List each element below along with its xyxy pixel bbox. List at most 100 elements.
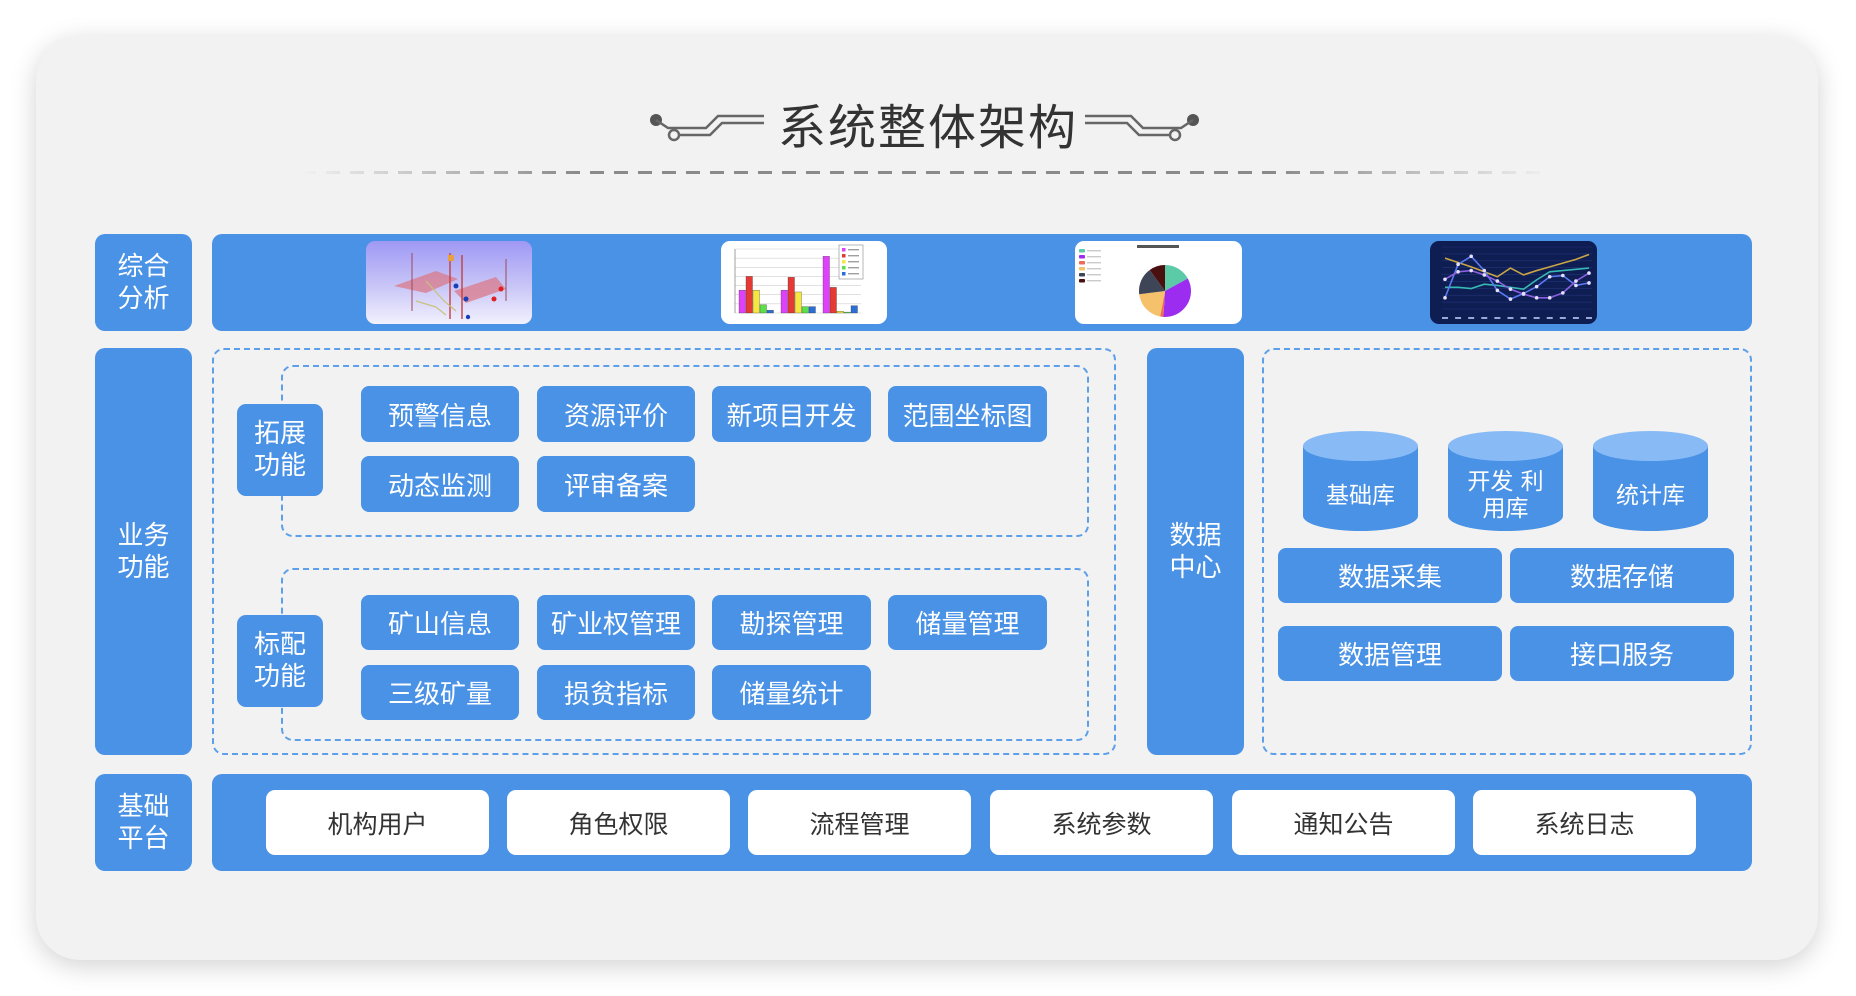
bar-legend-swatch xyxy=(842,266,846,270)
line-point xyxy=(1456,262,1460,267)
line-chart-graphic xyxy=(1442,246,1592,319)
bar-mark xyxy=(794,291,802,314)
title-divider xyxy=(302,171,1552,174)
pie-slice xyxy=(1149,265,1165,291)
platform-button-system-params[interactable]: 系统参数 xyxy=(990,790,1213,855)
3d-geology-model-image[interactable] xyxy=(366,241,532,324)
database-statistics-label-wrap: 统计库 xyxy=(1593,461,1708,531)
function-button-warning-info[interactable]: 预警信息 xyxy=(361,386,519,442)
data-center-label: 数据中心 xyxy=(1147,348,1244,755)
line-point xyxy=(1482,273,1487,277)
function-button-reserve-management[interactable]: 储量管理 xyxy=(888,595,1047,650)
bar-legend-swatch xyxy=(842,260,846,264)
pie-slice xyxy=(1163,278,1191,317)
database-development-label-wrap: 开发 利用库 xyxy=(1448,461,1563,531)
business-functions-group xyxy=(212,348,1116,755)
bar-mark xyxy=(752,289,760,314)
function-button-resource-evaluation[interactable]: 资源评价 xyxy=(537,386,695,442)
line-x-tick-label xyxy=(1586,317,1592,319)
bar-legend-swatch xyxy=(842,248,846,252)
line-x-tick-label xyxy=(1559,317,1566,319)
function-button-new-project[interactable]: 新项目开发 xyxy=(712,386,871,442)
platform-button-workflow[interactable]: 流程管理 xyxy=(748,790,971,855)
platform-button-notices[interactable]: 通知公告 xyxy=(1232,790,1455,855)
line-point xyxy=(1508,287,1513,291)
line-point xyxy=(1508,297,1513,301)
data-center-label-text: 数据中心 xyxy=(1169,520,1222,583)
line-point xyxy=(1469,254,1473,259)
line-x-tick-label xyxy=(1507,317,1514,319)
service-button-data-management[interactable]: 数据管理 xyxy=(1278,626,1502,681)
database-development[interactable]: 开发 利用库 xyxy=(1448,431,1563,531)
bar-mark xyxy=(822,256,830,314)
circuit-decoration-left-icon xyxy=(650,114,764,142)
pie-slice xyxy=(1139,269,1165,295)
line-point xyxy=(1534,284,1539,289)
line-point xyxy=(1547,274,1552,279)
line-x-tick-label xyxy=(1533,317,1540,319)
line-point xyxy=(1574,283,1578,288)
pie-legend-swatch xyxy=(1079,261,1085,265)
pie-legend-swatch xyxy=(1079,267,1085,271)
row-label-platform: 基础平台 xyxy=(95,774,192,871)
bar-mark xyxy=(801,306,809,314)
row-label-business-text: 业务功能 xyxy=(117,520,170,583)
bar-mark xyxy=(759,304,767,314)
pie-slice xyxy=(1139,291,1165,317)
pie-legend-swatch xyxy=(1079,249,1085,253)
function-button-mining-rights[interactable]: 矿业权管理 xyxy=(537,595,695,650)
function-button-review-filing[interactable]: 评审备案 xyxy=(537,456,695,512)
platform-button-role-permissions[interactable]: 角色权限 xyxy=(507,790,730,855)
line-point xyxy=(1495,279,1500,283)
line-x-tick-label xyxy=(1572,317,1579,319)
service-button-data-collection[interactable]: 数据采集 xyxy=(1278,548,1502,603)
line-point xyxy=(1587,281,1591,285)
service-button-data-storage[interactable]: 数据存储 xyxy=(1510,548,1734,603)
row-label-analysis-text: 综合分析 xyxy=(117,251,170,314)
line-x-tick-label xyxy=(1481,317,1488,319)
line-point xyxy=(1495,288,1500,293)
function-button-exploration[interactable]: 勘探管理 xyxy=(712,595,871,650)
database-statistics[interactable]: 统计库 xyxy=(1593,431,1708,531)
service-button-interface-service[interactable]: 接口服务 xyxy=(1510,626,1734,681)
line-x-tick-label xyxy=(1546,317,1553,319)
bar-mark xyxy=(787,277,795,314)
line-point xyxy=(1561,273,1565,278)
bar-legend-swatch xyxy=(842,272,846,276)
function-button-range-map[interactable]: 范围坐标图 xyxy=(888,386,1047,442)
pie-slice xyxy=(1165,265,1188,291)
database-development-label: 开发 利用库 xyxy=(1467,469,1544,522)
line-x-tick-label xyxy=(1520,317,1527,319)
row-label-platform-text: 基础平台 xyxy=(117,791,170,854)
line-point xyxy=(1469,268,1473,273)
line-x-tick-label xyxy=(1494,317,1501,319)
function-button-loss-dilution[interactable]: 损贫指标 xyxy=(537,665,695,720)
line-point xyxy=(1534,296,1539,300)
row-label-analysis: 综合分析 xyxy=(95,234,192,331)
pie-slice xyxy=(1160,291,1165,317)
database-statistics-label: 统计库 xyxy=(1616,482,1685,509)
line-point xyxy=(1482,268,1487,273)
standard-functions-label-text: 标配功能 xyxy=(253,630,306,692)
database-basic-label: 基础库 xyxy=(1326,482,1395,509)
line-point xyxy=(1456,270,1460,274)
bar-legend-swatch xyxy=(842,254,846,258)
pie-legend-swatch xyxy=(1079,255,1085,259)
bar-mark xyxy=(829,287,837,314)
line-series xyxy=(1444,253,1590,278)
platform-button-system-log[interactable]: 系统日志 xyxy=(1473,790,1696,855)
line-point xyxy=(1443,296,1447,300)
function-button-three-level-ore[interactable]: 三级矿量 xyxy=(361,665,519,720)
line-point xyxy=(1561,291,1565,295)
platform-button-org-users[interactable]: 机构用户 xyxy=(266,790,489,855)
line-point xyxy=(1443,277,1447,282)
database-basic-label-wrap: 基础库 xyxy=(1303,461,1418,531)
database-cylinder-top xyxy=(1593,431,1708,461)
database-basic[interactable]: 基础库 xyxy=(1303,431,1418,531)
line-chart-image[interactable] xyxy=(1430,241,1597,324)
function-button-mine-info[interactable]: 矿山信息 xyxy=(361,595,519,650)
bar-chart-image[interactable] xyxy=(721,241,887,324)
pie-chart-image[interactable] xyxy=(1075,241,1242,324)
function-button-dynamic-monitoring[interactable]: 动态监测 xyxy=(361,456,519,512)
function-button-reserve-statistics[interactable]: 储量统计 xyxy=(712,665,871,720)
